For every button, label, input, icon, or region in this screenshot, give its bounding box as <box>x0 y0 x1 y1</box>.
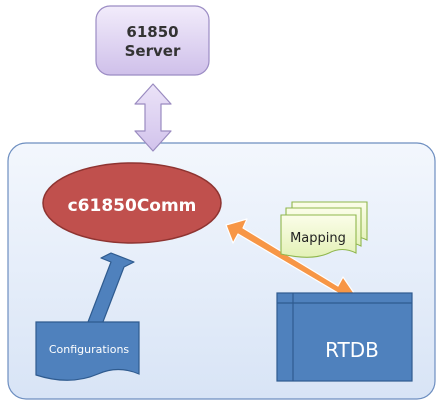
server-label-line2: Server <box>125 42 181 60</box>
bidirectional-arrow-icon <box>134 83 172 152</box>
rtdb-label: RTDB <box>325 338 379 362</box>
comm-ellipse: c61850Comm <box>42 162 222 244</box>
mapping-documents: Mapping <box>280 201 368 258</box>
server-label-line1: 61850 <box>126 23 178 41</box>
mapping-label: Mapping <box>290 231 346 246</box>
configurations-document: Configurations <box>35 321 140 381</box>
server-box: 61850 Server <box>95 5 210 76</box>
configurations-label: Configurations <box>49 343 130 356</box>
rtdb-box: RTDB <box>276 292 413 382</box>
comm-label: c61850Comm <box>68 196 197 216</box>
